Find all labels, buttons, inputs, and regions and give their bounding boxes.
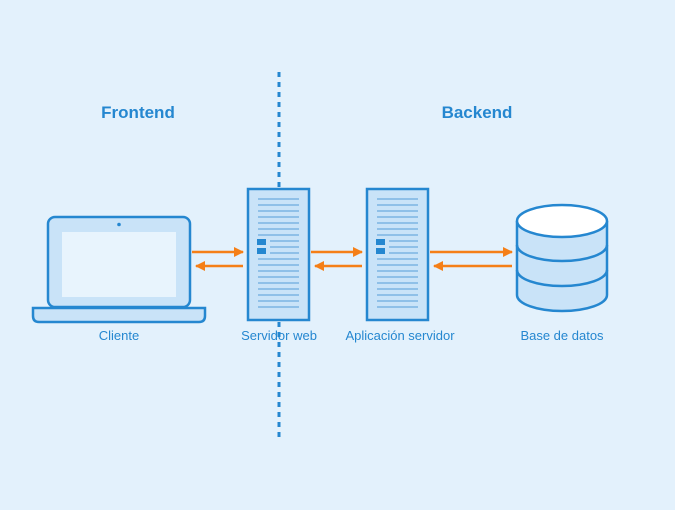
backend-title: Backend [441,103,513,122]
web-server-icon [246,187,311,322]
client-label: Cliente [98,328,140,343]
app-server-icon [365,187,430,322]
web-server-label: Servidor web [241,328,317,343]
arrows-client-web [192,247,244,271]
app-server-label: Aplicación servidor [345,328,455,343]
database-label: Base de datos [520,328,604,343]
frontend-title: Frontend [101,103,175,122]
arrows-app-database [430,247,513,271]
arrows-web-app [311,247,363,271]
laptop-icon [31,215,207,324]
database-icon [515,203,609,313]
